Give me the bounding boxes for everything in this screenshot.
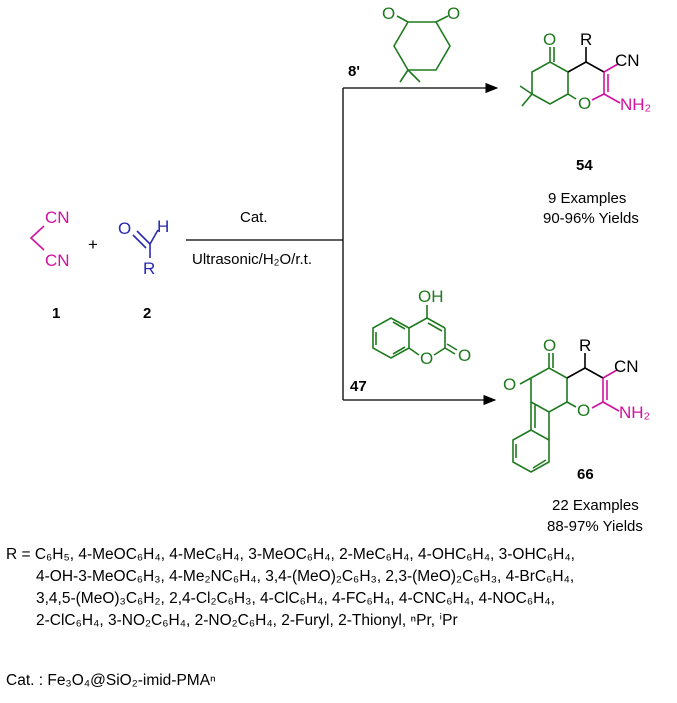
substituent-line-1: R = C₆H₅, 4-MeOC₆H₄, 4-MeC₆H₄, 3-MeOC₆H₄… xyxy=(6,546,575,563)
compound-number-2: 2 xyxy=(143,305,151,322)
condition-catalyst: Cat. xyxy=(240,209,268,226)
product-66-yields: 88-97% Yields xyxy=(547,518,643,535)
product-54-nh2: NH₂ xyxy=(620,95,651,114)
aldehyde-o: O xyxy=(118,219,131,238)
compound-number-54: 54 xyxy=(576,157,593,174)
product-66-o-carbonyl: O xyxy=(543,336,556,355)
compound-number-1: 1 xyxy=(52,305,60,322)
plus-sign: + xyxy=(88,235,98,254)
product-66-examples: 22 Examples xyxy=(552,497,639,514)
product-54-o-ring: O xyxy=(578,94,591,113)
product-66-o-lactone: O xyxy=(503,375,516,394)
product-66-r: R xyxy=(579,336,591,355)
product-66-cn: CN xyxy=(614,357,639,376)
dimedone-o1: O xyxy=(382,4,395,23)
product-54-o-carbonyl: O xyxy=(543,30,556,49)
dimedone-structure xyxy=(393,15,451,83)
substituent-line-3: 3,4,5-(MeO)₃C₆H₂, 2,4-Cl₂C₆H₃, 4-ClC₆H₄,… xyxy=(36,590,555,607)
aldehyde-r: R xyxy=(143,259,155,278)
substituent-list: R = C₆H₅, 4-MeOC₆H₄, 4-MeC₆H₄, 3-MeOC₆H₄… xyxy=(6,544,674,632)
reagent-label-8prime: 8' xyxy=(348,63,360,80)
product-66-structure xyxy=(512,353,620,473)
dimedone-o2: O xyxy=(447,4,460,23)
malononitrile-cn-top: CN xyxy=(45,208,70,227)
substituent-line-2: 4-OH-3-MeOC₆H₃, 4-Me₂NC₆H₄, 3,4-(MeO)₂C₆… xyxy=(36,568,575,585)
aldehyde-structure xyxy=(132,229,159,258)
hydroxycoumarin-o-carbonyl: O xyxy=(458,346,471,365)
malononitrile-structure xyxy=(29,225,45,251)
product-54-r: R xyxy=(580,30,592,49)
hydroxycoumarin-oh: OH xyxy=(418,287,444,306)
substituent-line-4: 2-ClC₆H₄, 3-NO₂C₆H₄, 2-NO₂C₆H₄, 2-Furyl,… xyxy=(36,612,458,629)
malononitrile-cn-bottom: CN xyxy=(45,251,70,270)
product-54-structure xyxy=(519,47,621,107)
catalyst-definition: Cat. : Fe₃O₄@SiO₂-imid-PMAⁿ xyxy=(6,672,216,689)
compound-number-66: 66 xyxy=(577,466,594,483)
product-54-examples: 9 Examples xyxy=(548,190,626,207)
aldehyde-h: H xyxy=(157,217,169,236)
product-54-yields: 90-96% Yields xyxy=(543,210,639,227)
product-54-cn: CN xyxy=(615,51,640,70)
reagent-label-47: 47 xyxy=(350,378,367,395)
reaction-arrows xyxy=(186,82,499,406)
hydroxycoumarin-o-ring: O xyxy=(420,349,433,368)
hydroxycoumarin-structure xyxy=(372,305,458,359)
product-66-nh2: NH₂ xyxy=(619,403,650,422)
condition-solvent: Ultrasonic/H₂O/r.t. xyxy=(192,251,312,268)
product-66-o-ring: O xyxy=(577,401,590,420)
